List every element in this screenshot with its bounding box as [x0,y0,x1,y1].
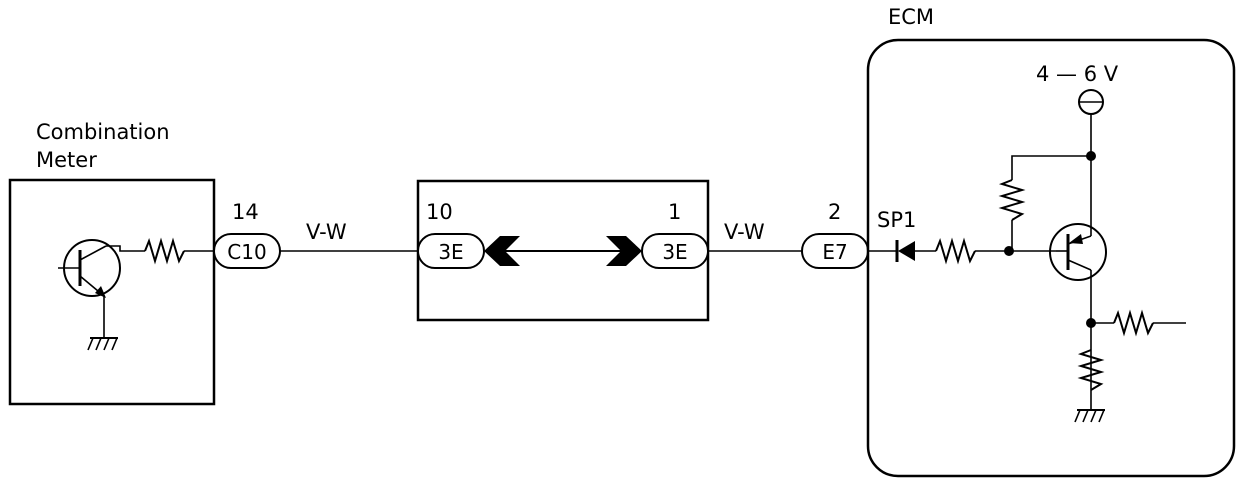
connector-c10-pin: 14 [232,200,259,224]
junction-right-arrow [606,236,642,266]
ecm-pulldown-resistor [1077,349,1105,391]
junction-right-code: 3E [662,240,687,264]
voltage-source-icon [1078,89,1104,236]
junction-left-code: 3E [438,240,463,264]
combination-meter-label-line2: Meter [36,148,97,172]
ecm-ground-icon [1074,409,1105,423]
connector-e7-pin: 2 [828,200,841,224]
junction-connector: 10 1 3E 3E [416,179,710,322]
ecm-transistor [1049,223,1107,410]
connector-e7-code: E7 [822,240,847,264]
combination-meter: Combination Meter [8,120,216,406]
wire-color-label: V-W [306,220,347,244]
combination-meter-box [8,178,216,406]
meter-transistor [58,239,121,338]
ecm-output-resistor [1113,309,1154,337]
meter-resistor [144,237,185,265]
meter-ground-icon [87,337,118,351]
connector-c10: 14 C10 [213,200,281,269]
ecm-box [866,38,1236,478]
ecm-label: ECM [888,5,934,29]
ecm-input-resistor [935,237,976,265]
ecm-pullup-resistor [998,179,1026,221]
connector-c10-code: C10 [227,240,266,264]
ecm: ECM 4 — 6 V SP1 [866,5,1236,478]
combination-meter-label-line1: Combination [36,120,170,144]
diode-icon [895,240,915,262]
junction-right-pin: 1 [668,200,681,224]
connector-e7: 2 E7 [801,200,869,269]
wire-color-label: V-W [724,220,765,244]
ecm-voltage-label: 4 — 6 V [1036,62,1119,86]
junction-left-pin: 10 [426,200,453,224]
splice-label: SP1 [877,208,916,232]
junction-left-arrow [484,236,520,266]
meter-base-wire [106,245,145,252]
